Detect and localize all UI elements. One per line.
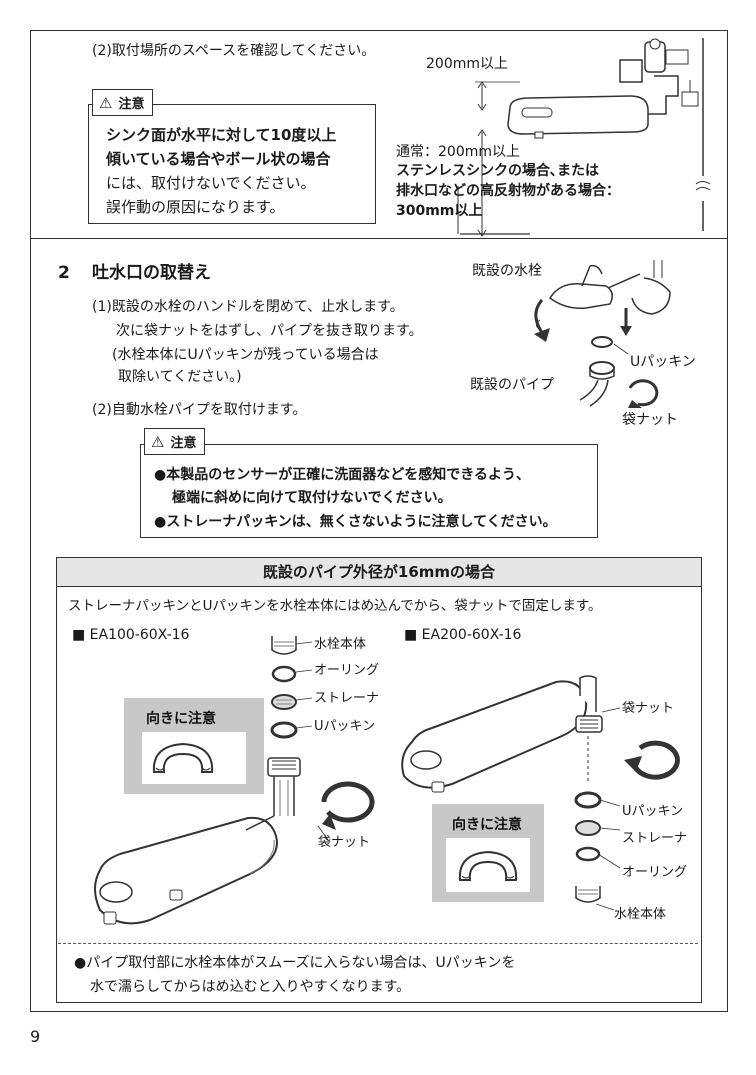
dim-normal-label: 通常：200mm以上	[396, 144, 520, 160]
label-existing-pipe: 既設のパイプ	[470, 377, 554, 393]
caution1-line: 傾いている場合やボール状の場合	[106, 150, 331, 168]
u-packing-orientation-icon	[152, 742, 214, 773]
label-u-packing: Uパッキン	[630, 354, 696, 370]
section2-step1-line: (1)既設の水栓のハンドルを閉めて、止水します。	[92, 299, 404, 315]
label-bag-nut: 袋ナット	[622, 412, 678, 428]
warning-icon: ⚠	[99, 94, 113, 112]
model-right: ■ EA200-60X-16	[404, 627, 522, 643]
right-label-o-ring: オーリング	[622, 865, 688, 880]
dim-note-line: 300mm以上	[396, 203, 483, 219]
page-frame	[30, 30, 728, 1012]
left-label-faucet-body: 水栓本体	[314, 637, 367, 652]
section1-step2: (2)取付場所のスペースを確認してください。	[92, 43, 376, 59]
right-label-faucet-body: 水栓本体	[614, 907, 667, 922]
left-label-bag-nut: 袋ナット	[318, 835, 371, 850]
section-divider	[31, 238, 727, 239]
u-packing-orientation-icon-right	[458, 850, 518, 881]
pipe16-footer-line: 水で濡らしてからはめ込むと入りやすくなります。	[90, 979, 411, 995]
left-label-u-packing: Uパッキン	[314, 719, 376, 734]
pipe-removal-diagram	[534, 260, 671, 408]
dim-note-line: 排水口などの高反射物がある場合：	[396, 183, 620, 199]
section2-step1-line: 取除いてください。)	[118, 369, 242, 385]
caution1-line: 誤作動の原因になります。	[106, 198, 285, 216]
right-label-u-packing: Uパッキン	[622, 804, 684, 819]
right-label-strainer: ストレーナ	[622, 831, 688, 846]
model-left: ■ EA100-60X-16	[72, 627, 190, 643]
caution1-line: には、取付けないでください。	[106, 174, 316, 192]
clearance-diagram	[457, 38, 711, 237]
label-existing-faucet: 既設の水栓	[472, 263, 542, 279]
section2-number: 2	[58, 263, 70, 283]
caution2-line: ●ストレーナパッキンは、無くさないように注意してください。	[154, 514, 557, 530]
caution-label-1: ⚠注意	[92, 89, 154, 116]
dim-top-label: 200mm以上	[426, 56, 508, 72]
caution2-line: 極端に斜めに向けて取付けないでください。	[172, 490, 452, 506]
direction-note-box-right	[432, 804, 544, 902]
section2-step2: (2)自動水栓パイプを取付けます。	[92, 402, 307, 418]
direction-note-left: 向きに注意	[146, 711, 216, 727]
left-label-o-ring: オーリング	[314, 663, 380, 678]
ea100-exploded-diagram	[94, 636, 375, 925]
section2-title: 吐水口の取替え	[92, 263, 211, 283]
caution-box-2	[140, 444, 598, 538]
left-label-strainer: ストレーナ	[314, 691, 380, 706]
pipe16-intro: ストレーナパッキンとUパッキンを水栓本体にはめ込んでから、袋ナットで固定します。	[68, 598, 602, 614]
caution2-line: ●本製品のセンサーが正確に洗面器などを感知できるよう、	[154, 467, 530, 483]
section2-step1-line: 次に袋ナットをはずし、パイプを抜き取ります。	[116, 323, 423, 339]
caution-box-1	[88, 104, 376, 224]
pipe16-header: 既設のパイプ外径が16mmの場合	[57, 558, 701, 587]
section2-step1-line: (水栓本体にUパッキンが残っている場合は	[112, 347, 379, 363]
pipe16-footer-line: ●パイプ取付部に水栓本体がスムーズに入らない場合は、Uパッキンを	[74, 955, 516, 971]
direction-note-right: 向きに注意	[452, 817, 522, 833]
right-label-bag-nut: 袋ナット	[622, 701, 675, 716]
pipe16-separator	[58, 943, 698, 944]
pipe16-box	[56, 557, 702, 1003]
page-number: 9	[30, 1027, 41, 1046]
ea200-exploded-diagram	[401, 675, 680, 911]
dim-note-line: ステンレスシンクの場合､または	[396, 163, 599, 179]
caution-label-2: ⚠注意	[144, 428, 206, 455]
warning-icon: ⚠	[151, 433, 165, 451]
caution1-line: シンク面が水平に対して10度以上	[106, 126, 337, 144]
